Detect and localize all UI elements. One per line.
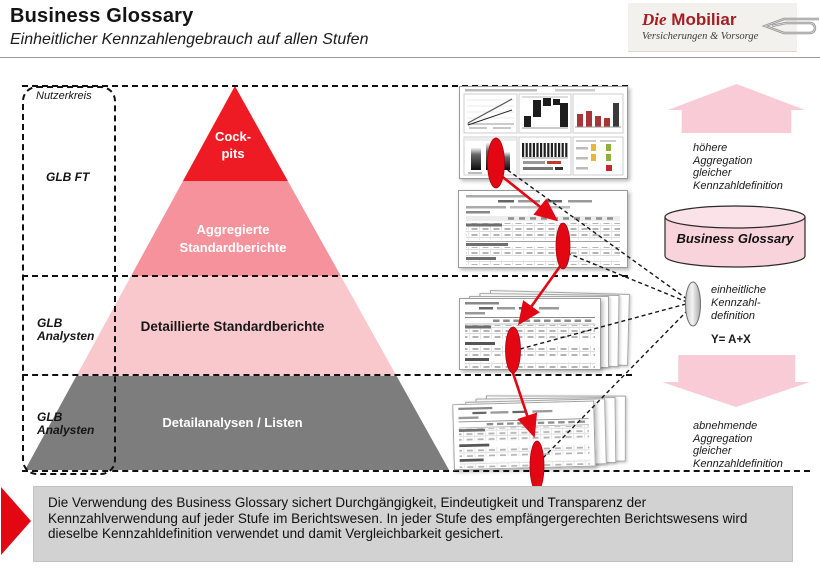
user-group-glb-ft: GLB FT — [46, 170, 90, 184]
user-group-glb-analysten-1: GLB Analysten — [37, 316, 95, 343]
brand-wordmark: Die Mobiliar — [642, 10, 736, 30]
report-stack-detail-analyses — [449, 394, 629, 475]
pyramid-label-aggregierte: Aggregierte Standardberichte — [179, 222, 287, 255]
down-arrow-note: abnehmende Aggregation gleicher Kennzahl… — [693, 420, 783, 470]
summary-arrow-icon — [1, 487, 31, 555]
user-group-column — [22, 86, 116, 475]
pyramid-band-detailanalysen — [25, 376, 449, 470]
level-divider-bottom — [22, 470, 810, 472]
user-column-title: Nutzerkreis — [36, 90, 92, 102]
report-page-front — [459, 298, 601, 370]
business-glossary-label: Business Glossary — [676, 231, 794, 246]
pyramid-label-detaillierte: Detaillierte Standardberichte — [140, 319, 325, 334]
business-glossary-cylinder — [664, 205, 806, 268]
page-title: Business Glossary — [10, 5, 194, 27]
report-thumbnail-cockpit-dashboard — [459, 86, 628, 179]
report-page-front — [452, 400, 596, 471]
level-divider-1 — [22, 275, 628, 277]
report-stack-detailed-standard-reports — [455, 290, 630, 374]
formula-text: Y= A+X — [711, 334, 751, 346]
brand-prefix: Die — [642, 10, 667, 29]
up-arrow-note: höhere Aggregation gleicher Kennzahldefi… — [693, 142, 783, 192]
brand-name: Mobiliar — [671, 10, 737, 29]
summary-box — [33, 486, 793, 562]
pyramid-label-cockpits: Cock- pits — [214, 129, 252, 161]
paperclip-icon — [761, 17, 819, 35]
user-group-glb-analysten-2: GLB Analysten — [37, 410, 95, 437]
aggregation-down-arrow — [662, 355, 810, 407]
definition-note: einheitliche Kennzahl- definition — [711, 284, 767, 322]
header-divider — [0, 57, 820, 58]
level-divider-2 — [22, 374, 632, 376]
pyramid-label-detailanalysen: Detailanalysen / Listen — [162, 415, 303, 430]
report-thumbnail-aggregated-standard-report — [458, 190, 628, 268]
summary-text: Die Verwendung des Business Glossary sic… — [48, 495, 748, 541]
level-divider-top — [22, 85, 628, 87]
brand-tagline: Versicherungen & Vorsorge — [642, 31, 759, 42]
page-subtitle: Einheitlicher Kennzahlengebrauch auf all… — [10, 31, 369, 48]
aggregation-up-arrow — [668, 84, 805, 133]
unified-definition-ellipse — [685, 281, 701, 327]
